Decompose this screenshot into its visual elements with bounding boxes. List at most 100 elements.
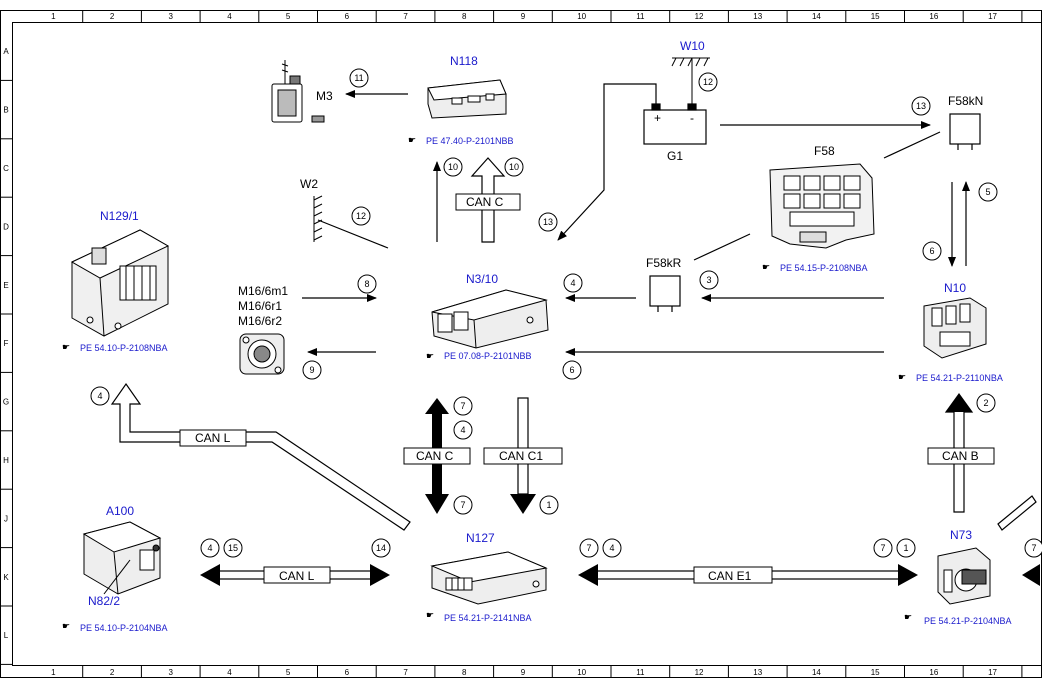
can-c-top-bus xyxy=(455,157,521,243)
svg-text:7: 7 xyxy=(460,500,465,510)
n118-ref: PE 47.40-P-2101NBB xyxy=(426,136,514,146)
f58-ref: PE 54.15-P-2108NBA xyxy=(780,263,868,273)
marker-13-top: 13 xyxy=(911,96,931,116)
w2-ground-icon xyxy=(313,195,323,242)
grid-column-label: 16 xyxy=(929,668,938,677)
w10-label: W10 xyxy=(680,39,705,53)
g1-battery-icon xyxy=(643,103,707,145)
grid-column-label: 15 xyxy=(871,12,880,21)
marker-8: 8 xyxy=(357,274,377,294)
f58kr-label: F58kR xyxy=(646,256,682,270)
can-e1-label: CAN E1 xyxy=(708,569,752,583)
n129-ref: PE 54.10-P-2108NBA xyxy=(80,343,168,353)
grid-column-label: 11 xyxy=(636,668,645,677)
marker-15: 15 xyxy=(223,538,243,558)
grid-row-label: E xyxy=(3,281,8,290)
svg-text:4: 4 xyxy=(207,543,212,553)
n129-ref-icon: ☛ xyxy=(62,342,70,352)
grid-row-label: J xyxy=(4,514,8,523)
marker-5: 5 xyxy=(978,182,998,202)
marker-7-e1: 7 xyxy=(579,538,599,558)
marker-3: 3 xyxy=(699,270,719,290)
w10-ground-icon xyxy=(671,57,710,106)
marker-7-n73: 7 xyxy=(873,538,893,558)
a100-label: A100 xyxy=(106,504,134,518)
svg-text:10: 10 xyxy=(448,162,458,172)
can-l-bottom-bus xyxy=(200,564,390,586)
svg-text:7: 7 xyxy=(880,543,885,553)
grid-column-label: 1 xyxy=(51,668,56,677)
svg-text:6: 6 xyxy=(569,365,574,375)
grid-row-label: D xyxy=(3,222,9,231)
bus-offpage-right-top xyxy=(997,495,1037,531)
grid-column-label: 3 xyxy=(169,12,174,21)
grid-column-label: 6 xyxy=(345,668,350,677)
grid-column-label: 11 xyxy=(636,12,645,21)
f58kr-relay-icon xyxy=(649,275,681,312)
svg-text:7: 7 xyxy=(1031,543,1036,553)
svg-text:13: 13 xyxy=(543,217,553,227)
n129-label: N129/1 xyxy=(100,209,139,223)
f58-ref-icon: ☛ xyxy=(762,262,770,272)
n127-label: N127 xyxy=(466,531,495,545)
n3-label: N3/10 xyxy=(466,272,498,286)
svg-text:5: 5 xyxy=(985,187,990,197)
n10-ref: PE 54.21-P-2110NBA xyxy=(916,373,1003,383)
svg-text:1: 1 xyxy=(546,500,551,510)
grid-column-label: 13 xyxy=(753,12,762,21)
svg-text:4: 4 xyxy=(97,391,102,401)
n118-ref-icon: ☛ xyxy=(408,135,416,145)
g1-minus-sign: - xyxy=(690,111,694,125)
m3-label: M3 xyxy=(316,89,333,103)
grid-column-label: 17 xyxy=(988,668,997,677)
marker-7-bottom: 7 xyxy=(453,495,473,515)
grid-column-label: 3 xyxy=(169,668,174,677)
bus-offpage-right-bottom xyxy=(1022,564,1040,586)
m16-label-r2: M16/6r2 xyxy=(238,314,282,328)
can-c1-bus xyxy=(483,397,563,514)
svg-text:4: 4 xyxy=(570,278,575,288)
marker-9: 9 xyxy=(302,360,322,380)
svg-text:12: 12 xyxy=(356,211,366,221)
n73-label: N73 xyxy=(950,528,972,542)
g1-plus-sign: + xyxy=(654,111,661,125)
marker-13-left: 13 xyxy=(538,212,558,232)
marker-4-f58kr: 4 xyxy=(563,273,583,293)
marker-7-top: 7 xyxy=(453,396,473,416)
n73-ref-icon: ☛ xyxy=(904,612,912,622)
marker-4-a100: 4 xyxy=(200,538,220,558)
grid-column-label: 4 xyxy=(227,668,232,677)
a100-control-unit-icon xyxy=(82,521,162,595)
n82-label: N82/2 xyxy=(88,594,120,608)
svg-text:1: 1 xyxy=(903,543,908,553)
grid-row-label: L xyxy=(4,631,9,640)
can-c1-label: CAN C1 xyxy=(499,449,543,463)
n127-ref: PE 54.21-P-2141NBA xyxy=(444,613,532,623)
grid-column-label: 2 xyxy=(110,668,115,677)
grid-column-label: 7 xyxy=(403,12,408,21)
svg-text:9: 9 xyxy=(309,365,314,375)
marker-10b: 10 xyxy=(504,157,524,177)
grid-column-label: 15 xyxy=(871,668,880,677)
n129-control-unit-icon xyxy=(70,229,170,337)
svg-text:13: 13 xyxy=(916,101,926,111)
grid-row-label: G xyxy=(3,398,9,407)
marker-6-right: 6 xyxy=(922,241,942,261)
m16-label-r1: M16/6r1 xyxy=(238,299,282,313)
w2-label: W2 xyxy=(300,177,318,191)
n82-leader-line xyxy=(103,559,131,595)
f58-fuse-box-icon xyxy=(769,163,875,249)
svg-text:15: 15 xyxy=(228,543,238,553)
can-e1-bus xyxy=(578,564,918,586)
grid-column-label: 10 xyxy=(577,668,586,677)
grid-row-label: F xyxy=(4,339,9,348)
n118-control-unit-icon xyxy=(427,79,507,119)
svg-text:6: 6 xyxy=(929,246,934,256)
marker-2: 2 xyxy=(976,393,996,413)
can-c-mid-label: CAN C xyxy=(416,449,454,463)
grid-column-label: 5 xyxy=(286,668,291,677)
grid-column-label: 1 xyxy=(51,12,56,21)
marker-14: 14 xyxy=(371,538,391,558)
